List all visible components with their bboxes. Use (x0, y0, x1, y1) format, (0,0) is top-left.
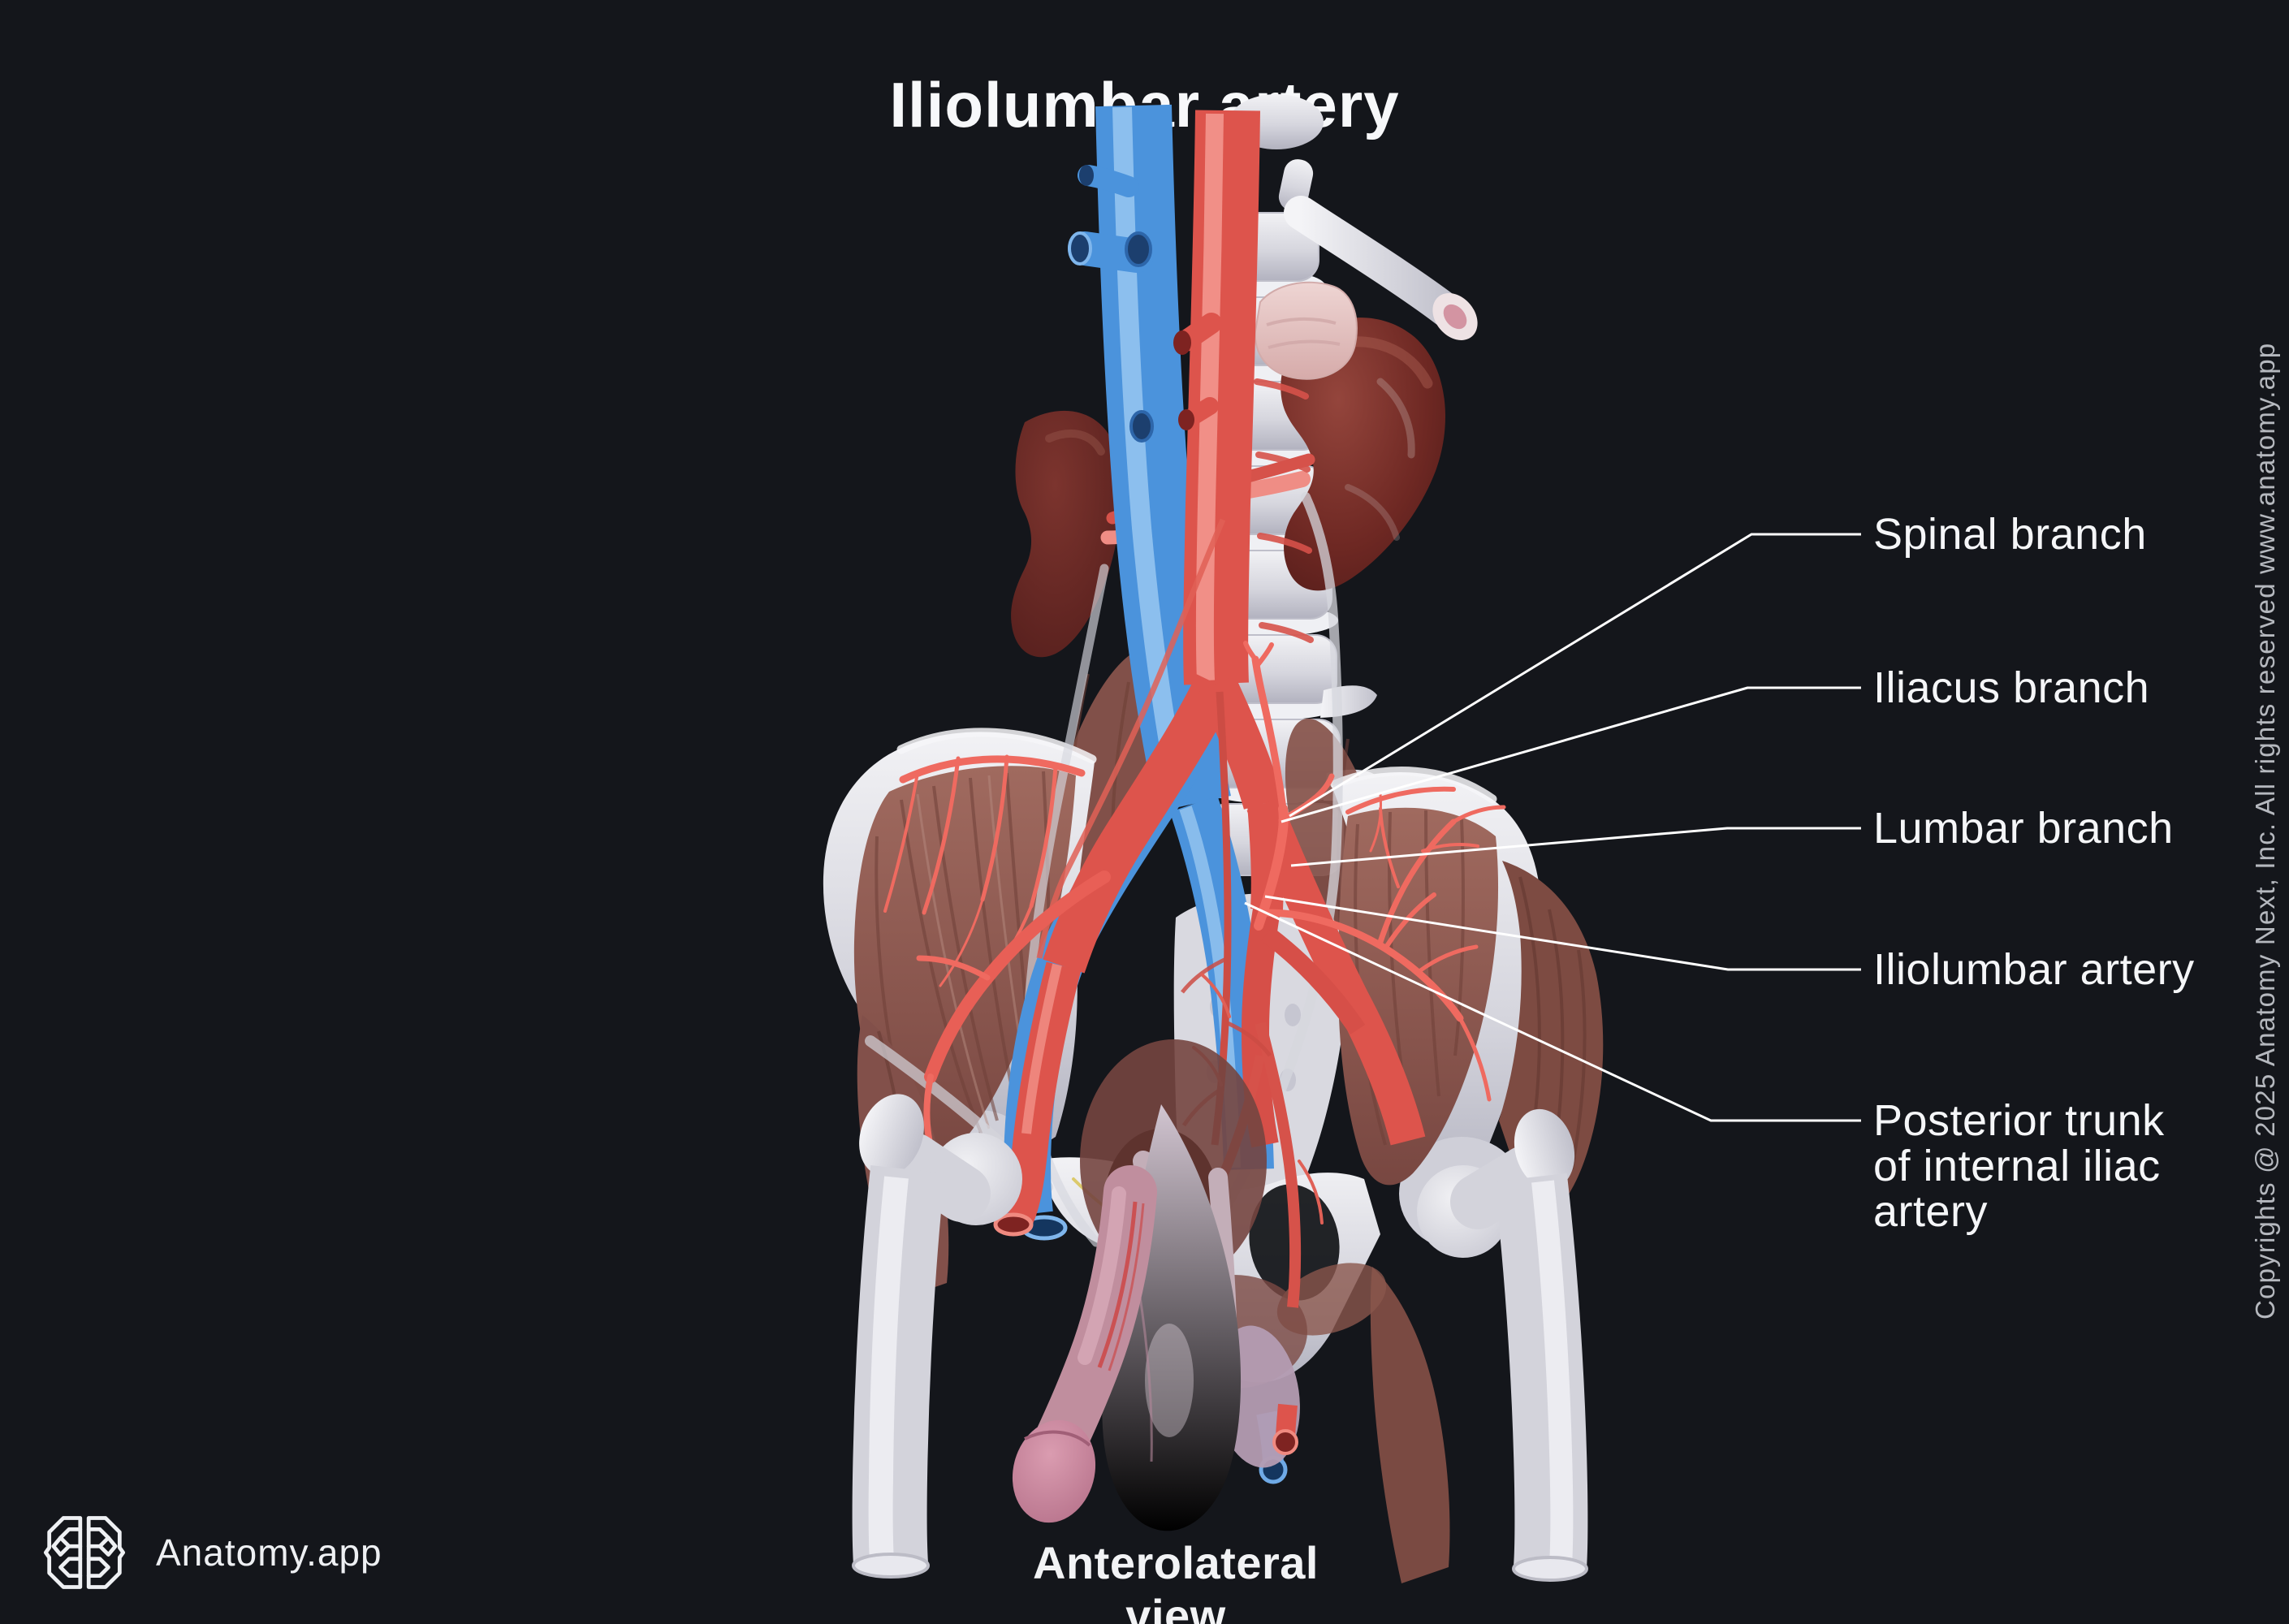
glans (1012, 1419, 1096, 1523)
aorta (993, 110, 1426, 1308)
left-common-iliac-artery (1043, 674, 1237, 974)
leader-line-iliacus-branch (1281, 686, 1861, 823)
left-external-iliac-artery (1000, 961, 1082, 1224)
right-external-iliac-artery (1246, 797, 1426, 1146)
leader-line-posterior-trunk (1244, 901, 1861, 1122)
brand: Anatomy.app (42, 1512, 382, 1593)
posterior-trunk (1241, 907, 1281, 1148)
pelvic-vessel-networks (883, 754, 1506, 1252)
adrenal-gland (1254, 281, 1358, 380)
copyright-text: Copyrights @ 2025 Anatomy Next, Inc. All… (2250, 342, 2280, 1320)
annotation-label-iliolumbar-artery: Iliolumbar artery (1873, 945, 2195, 994)
femurs (852, 1094, 1588, 1582)
leader-line-lumbar-branch (1290, 827, 1861, 867)
annotation-label-lumbar-branch: Lumbar branch (1873, 804, 2174, 853)
view-caption: Anterolateral view (1033, 1537, 1319, 1624)
cut-vessel-stubs (1272, 1403, 1298, 1455)
annotation-label-posterior-trunk: Posterior trunk of internal iliac artery (1873, 1096, 2165, 1236)
right-adductor-muscle (1370, 1267, 1450, 1583)
rib (1284, 196, 1478, 340)
leader-line-spinal-branch (1289, 533, 1861, 818)
brand-name: Anatomy.app (156, 1531, 382, 1574)
leader-line-iliolumbar-artery (1264, 895, 1861, 971)
left-kidney (1281, 317, 1446, 591)
anatomy-app-logo-icon (43, 1516, 126, 1589)
right-kidney (1011, 410, 1121, 658)
right-femur (1417, 1108, 1588, 1582)
leader-lines (1244, 533, 1861, 1122)
left-femur (852, 1094, 1022, 1579)
kidneys (1011, 317, 1446, 658)
annotation-label-iliacus-branch: Iliacus branch (1873, 663, 2150, 712)
annotation-label-spinal-branch: Spinal branch (1873, 510, 2147, 559)
lumbar-branch-vessel (1251, 655, 1287, 813)
